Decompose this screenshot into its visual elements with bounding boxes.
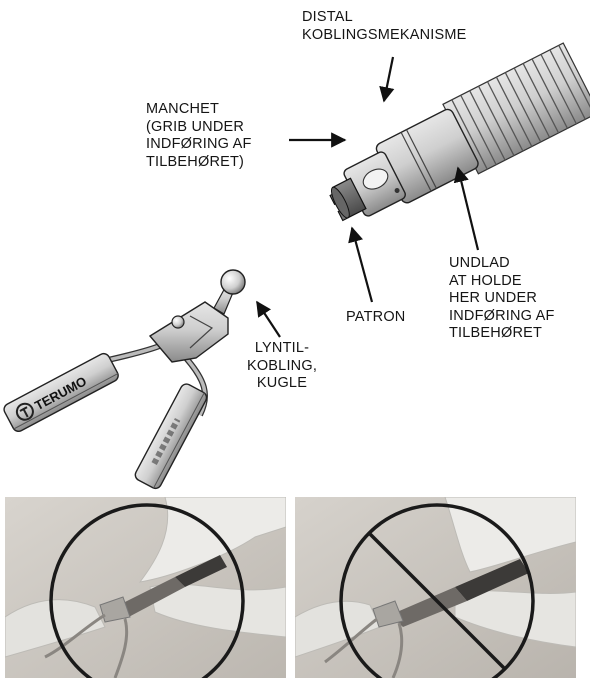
right-handle [133, 382, 208, 491]
device-hub [150, 302, 228, 362]
arrow-undlad [458, 168, 478, 250]
quick-connect-device: TERUMO [2, 270, 245, 490]
photo-incorrect-grip [295, 497, 576, 678]
illustration: TERUMO [0, 0, 590, 497]
label-distal-coupling: DISTAL KOBLINGSMEKANISME [302, 9, 467, 44]
quick-connect-ball [221, 270, 245, 294]
left-handle: TERUMO [2, 352, 120, 434]
label-lyntil-kobling: LYNTIL- KOBLING, KUGLE [240, 340, 324, 393]
label-undlad: UNDLAD AT HOLDE HER UNDER INDFØRING AF T… [449, 255, 555, 343]
distal-coupling-mechanism [316, 43, 590, 238]
arrow-lyntil [257, 302, 280, 337]
photo-correct-grip [5, 497, 286, 678]
label-manchet: MANCHET (GRIB UNDER INDFØRING AF TILBEHØ… [146, 101, 252, 171]
arrow-distal [384, 57, 393, 101]
arrow-patron [352, 228, 372, 302]
label-patron: PATRON [346, 309, 405, 327]
